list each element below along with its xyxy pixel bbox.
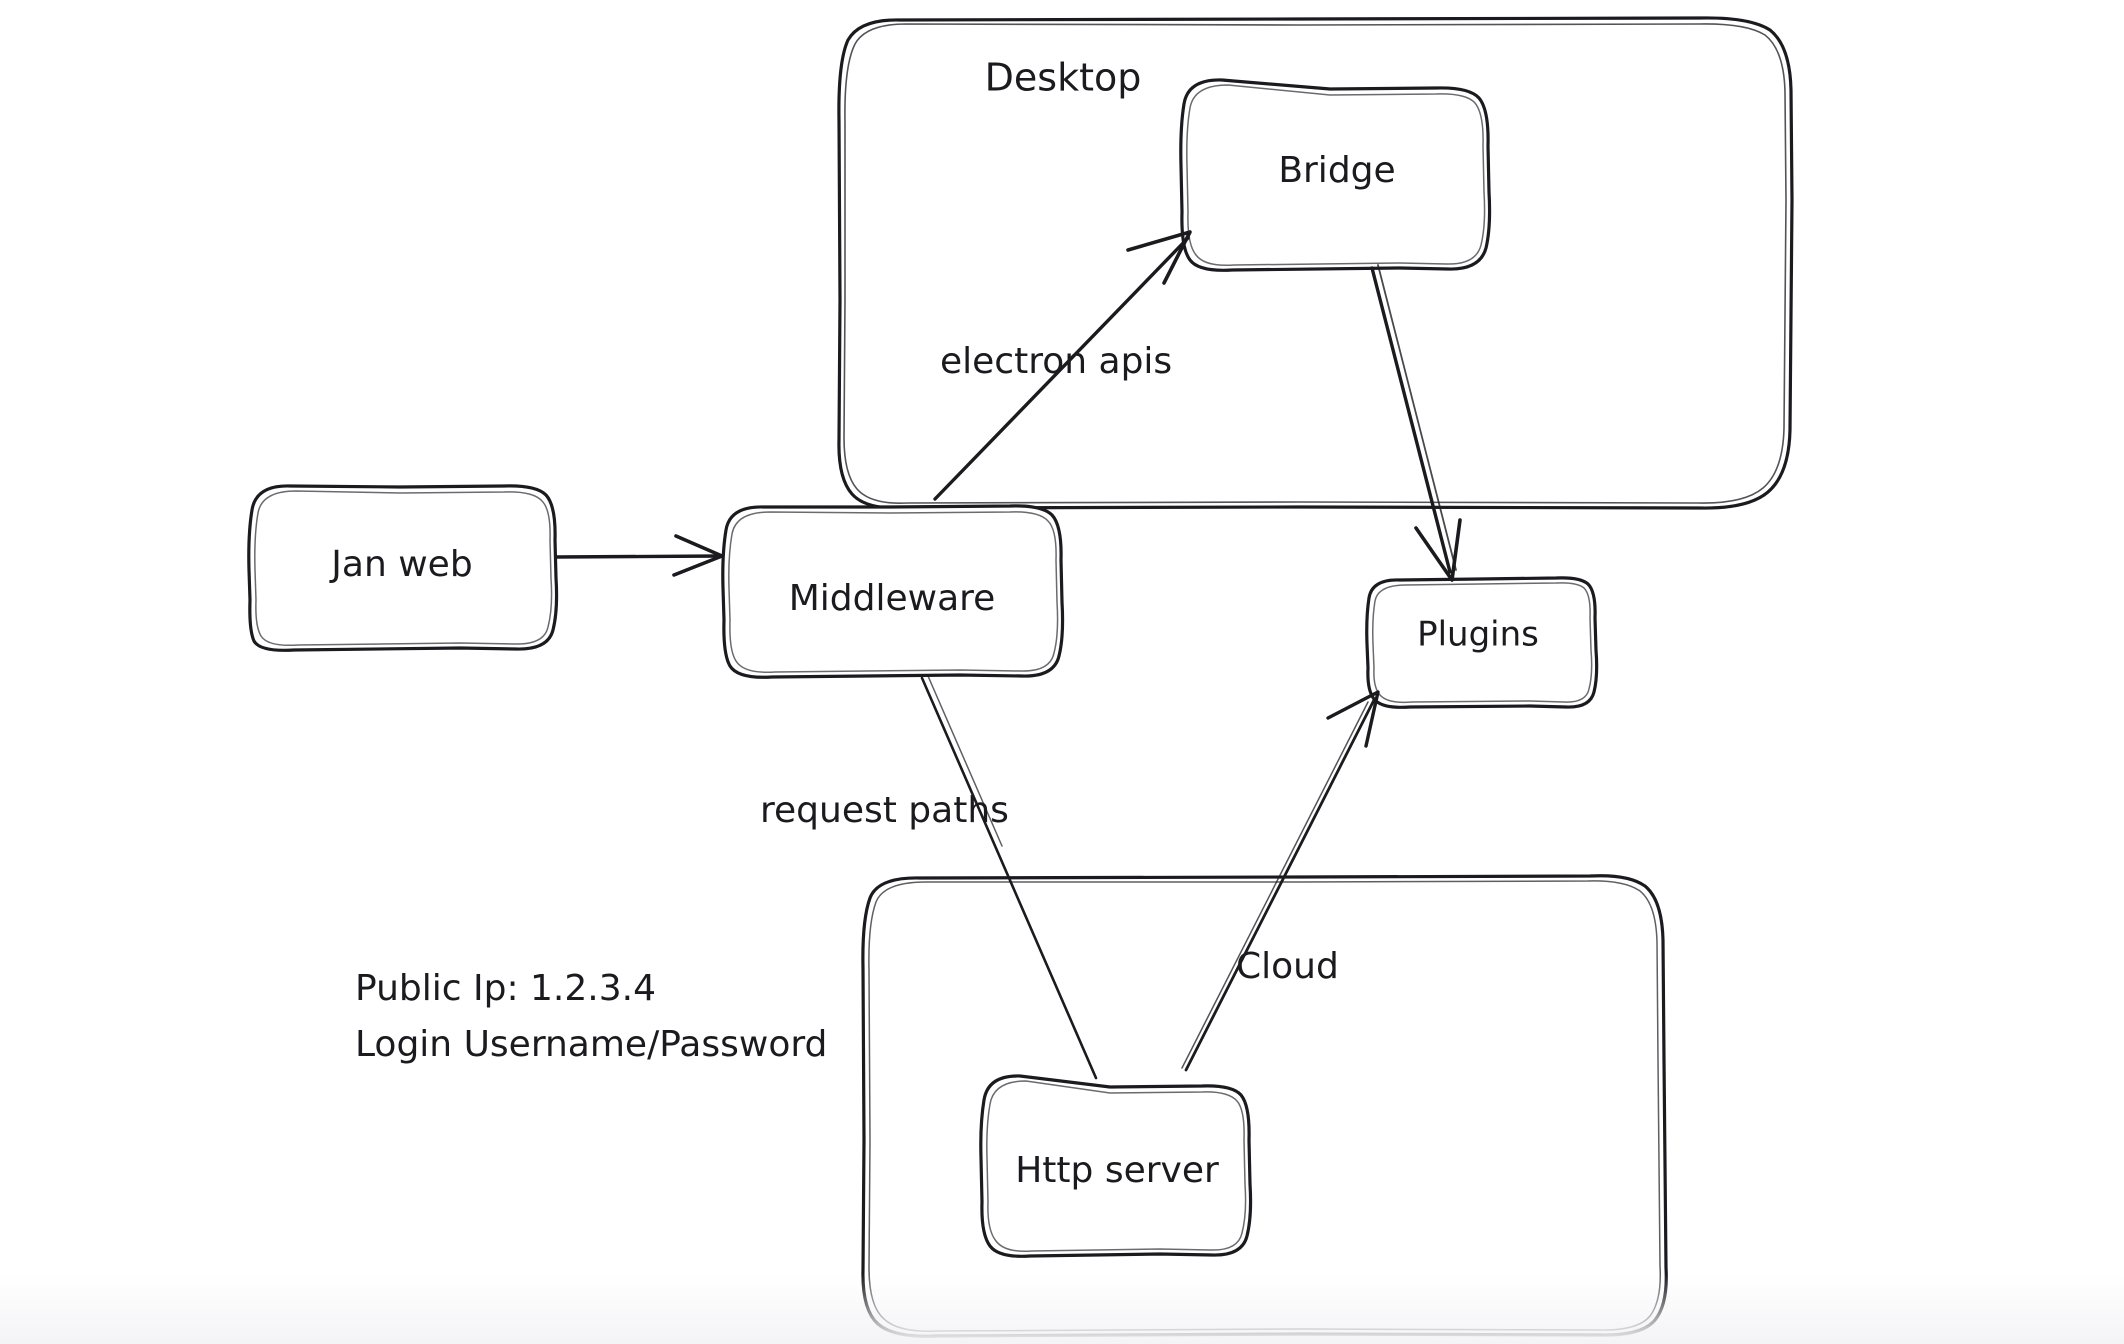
bridge-to-plugins-line [1370, 266, 1452, 574]
cloud-container-outline [861, 874, 1668, 1338]
plugins-label: Plugins [1417, 615, 1539, 655]
jan-web-box-outline-double [254, 490, 553, 647]
edge-label-request-paths: request paths [760, 790, 1009, 831]
http-server-to-plugins-line [1184, 698, 1376, 1072]
jan-web-box-outline [247, 484, 559, 652]
container-desktop[interactable]: Desktop [837, 16, 1794, 510]
bridge-to-plugins-arrowhead [1414, 518, 1462, 582]
http-server-to-plugins-arrowhead [1326, 690, 1380, 748]
edge-middleware-to-http-server[interactable]: request paths [760, 675, 1098, 1080]
desktop-container-label: Desktop [985, 56, 1142, 100]
middleware-label: Middleware [789, 578, 996, 619]
middleware-to-http-server-line [920, 676, 1098, 1080]
middleware-to-bridge-arrowhead [1126, 230, 1192, 285]
node-jan-web[interactable]: Jan web [247, 484, 559, 652]
bridge-box-outline [1179, 78, 1492, 272]
middleware-to-bridge-line [933, 236, 1190, 501]
edge-bridge-to-plugins[interactable] [1370, 264, 1462, 582]
edge-label-cloud: Cloud [1236, 946, 1339, 987]
container-cloud[interactable] [861, 874, 1668, 1338]
middleware-box-outline [721, 504, 1065, 679]
http-server-box-outline [979, 1074, 1253, 1258]
edge-jan-web-to-middleware[interactable] [554, 534, 724, 577]
edge-http-server-to-plugins[interactable]: Cloud [1181, 690, 1380, 1072]
node-http-server[interactable]: Http server [979, 1074, 1253, 1258]
note-line-public-ip: Public Ip: 1.2.3.4 [355, 968, 656, 1009]
jan-web-label: Jan web [329, 544, 472, 585]
jan-web-to-middleware-line [554, 554, 722, 559]
node-plugins[interactable]: Plugins [1365, 576, 1599, 709]
bridge-to-plugins-line-double [1377, 264, 1457, 571]
middleware-to-http-server-line-double [927, 675, 1003, 847]
node-bridge[interactable]: Bridge [1179, 78, 1492, 272]
bridge-label: Bridge [1278, 150, 1395, 191]
plugins-box-outline-double [1372, 582, 1593, 704]
desktop-container-outline [837, 16, 1794, 510]
bridge-box-outline-double [1186, 84, 1486, 267]
desktop-container-outline-double [843, 23, 1787, 505]
note-public-ip[interactable]: Public Ip: 1.2.3.4 Login Username/Passwo… [355, 968, 827, 1065]
http-server-label: Http server [1015, 1150, 1219, 1191]
edge-middleware-to-bridge[interactable]: electron apis [933, 230, 1192, 501]
edge-label-electron-apis: electron apis [940, 341, 1172, 382]
note-line-login: Login Username/Password [355, 1024, 827, 1065]
plugins-box-outline [1365, 576, 1599, 709]
http-server-to-plugins-line-double [1181, 701, 1369, 1069]
http-server-box-outline-double [986, 1080, 1247, 1253]
cloud-container-outline-double [868, 880, 1662, 1332]
node-middleware[interactable]: Middleware [721, 504, 1065, 679]
middleware-box-outline-double [728, 511, 1059, 674]
jan-web-to-middleware-arrowhead [672, 534, 724, 577]
